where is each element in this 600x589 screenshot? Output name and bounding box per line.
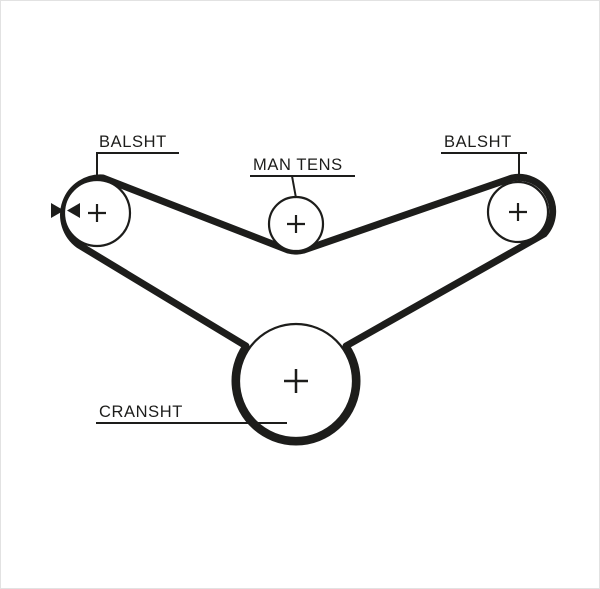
crankshaft-crosshair (284, 369, 308, 393)
arrow-left-icon (67, 203, 80, 218)
crankshaft-label: CRANSHT (99, 403, 183, 421)
arrow-right-icon (51, 203, 64, 218)
manual-tensioner-label: MAN TENS (253, 156, 343, 174)
left-balance-shaft-crosshair (88, 204, 106, 222)
right-balance-shaft-label: BALSHT (444, 133, 512, 151)
left-balance-shaft-label: BALSHT (99, 133, 167, 151)
right-balance-shaft-crosshair (509, 203, 527, 221)
manual-tensioner-leader (291, 175, 297, 199)
manual-tensioner-crosshair (287, 215, 305, 233)
timing-belt (60, 173, 557, 446)
